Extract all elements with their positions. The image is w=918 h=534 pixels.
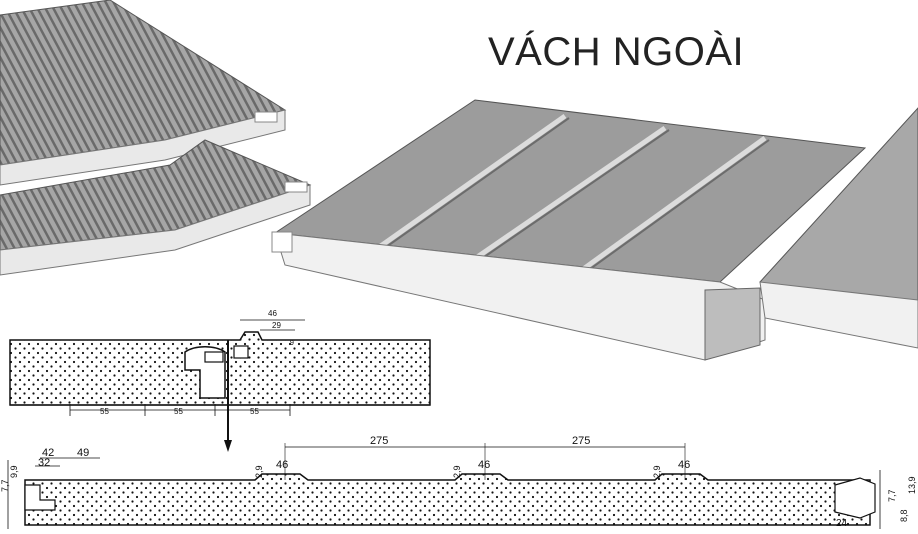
dim-left-edge-2: 9,9: [9, 465, 19, 478]
dim-right-edge-4: 7,7: [887, 489, 897, 502]
dim-pitch-1: 275: [370, 435, 388, 447]
dim-bottom-c: 55: [250, 407, 259, 416]
page-title: VÁCH NGOÀI: [488, 30, 745, 74]
panel-cross-section: 275 275 42 32 49 46 46 46 2,9 2,9 2,9 7,…: [0, 435, 917, 529]
dim-left-a: 42: [42, 447, 54, 459]
panel-groove: [373, 113, 567, 253]
panel-groove: [468, 125, 667, 265]
panel-groove: [578, 139, 770, 278]
dim-top-inner: 29: [272, 321, 281, 330]
panel-groove: [473, 129, 670, 265]
dim-top-small: 9: [290, 340, 294, 347]
dim-left-c: 49: [77, 447, 89, 459]
dim-bottom-b: 55: [174, 407, 183, 416]
dim-pitch-2: 275: [572, 435, 590, 447]
panel-groove: [573, 135, 767, 278]
corrugated-panel-lower: [0, 139, 312, 276]
dim-groove-2: 46: [478, 459, 490, 471]
flat-panel-right: [759, 107, 918, 349]
panel-groove: [378, 117, 570, 253]
dim-left-b: 32: [38, 457, 50, 469]
dim-bottom-a: 55: [100, 407, 109, 416]
flat-panel-main: [271, 99, 867, 361]
dim-right-edge-2: 13,9: [907, 476, 917, 494]
dim-left-edge-1: 7,7: [0, 479, 10, 492]
dim-groove-depth-3: 2,9: [652, 465, 662, 478]
corrugated-panel-upper: [0, 0, 287, 186]
dim-groove-3: 46: [678, 459, 690, 471]
dim-groove-depth-2: 2,9: [452, 465, 462, 478]
dim-groove-depth-1: 2,9: [254, 465, 264, 478]
dim-right-edge-3: 24: [836, 518, 848, 529]
dim-groove-1: 46: [276, 459, 288, 471]
joint-detail-drawing: 46 29 9 55 55 55: [9, 309, 431, 452]
dim-top-outer: 46: [268, 309, 277, 318]
dim-right-edge-1: 8,8: [899, 509, 909, 522]
